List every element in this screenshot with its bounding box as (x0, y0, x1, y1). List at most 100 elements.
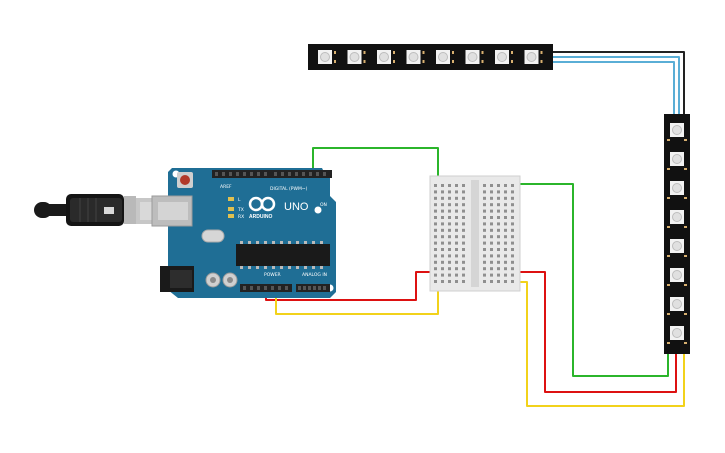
breadboard-hole (504, 260, 507, 264)
breadboard-hole (483, 190, 486, 194)
breadboard-hole (441, 190, 444, 194)
aref-label: AREF (220, 184, 232, 190)
breadboard-hole (462, 267, 465, 271)
led-strip-top-pixels (318, 50, 543, 64)
breadboard-hole (490, 280, 493, 283)
wire-green-strip[interactable] (512, 183, 669, 377)
capacitors (205, 272, 238, 288)
breadboard-hole (441, 267, 444, 271)
wire-strip-link-3[interactable] (553, 61, 675, 118)
breadboard-hole (434, 216, 437, 219)
breadboard-hole (511, 260, 514, 264)
breadboard-hole (497, 235, 500, 239)
breadboard-hole (462, 248, 465, 251)
breadboard-hole (497, 254, 500, 258)
breadboard-hole (483, 196, 486, 200)
wire-green-arduino[interactable] (312, 147, 439, 190)
wire-yellow-strip[interactable] (512, 281, 685, 407)
breadboard-hole (455, 196, 458, 200)
breadboard-holes (434, 184, 514, 283)
breadboard-hole (511, 254, 514, 258)
breadboard-hole (441, 280, 444, 283)
breadboard-hole (511, 216, 514, 219)
breadboard-hole (441, 196, 444, 200)
usb-cable-icon (34, 194, 172, 226)
breadboard-hole (441, 241, 444, 245)
led-pixel (667, 123, 687, 141)
breadboard-hole (441, 203, 444, 207)
breadboard-hole (504, 280, 507, 283)
wire-red-strip[interactable] (512, 271, 677, 393)
breadboard-hole (483, 228, 486, 232)
led-pixel (667, 268, 687, 286)
breadboard-hole (497, 273, 500, 277)
breadboard-hole (497, 216, 500, 219)
breadboard-hole (497, 260, 500, 264)
led-strip-top[interactable] (308, 44, 553, 70)
breadboard-hole (455, 248, 458, 251)
breadboard-hole (504, 228, 507, 232)
breadboard-hole (504, 216, 507, 219)
breadboard-hole (434, 280, 437, 283)
wire-strip-link-2[interactable] (553, 56, 680, 118)
breadboard-hole (490, 254, 493, 258)
breadboard-hole (434, 203, 437, 207)
breadboard-hole (455, 267, 458, 271)
arduino-uno-board[interactable]: DIGITAL (PWM~) AREF L TX RX ARDUINO UNO … (151, 168, 336, 298)
led-pixel (667, 210, 687, 228)
breadboard-hole (462, 280, 465, 283)
l-led (228, 197, 234, 201)
breadboard-hole (455, 203, 458, 207)
breadboard-hole (511, 222, 514, 226)
mount-hole (314, 206, 322, 214)
breadboard-hole (434, 248, 437, 251)
led-pixel (495, 50, 513, 64)
reset-button-icon[interactable] (177, 172, 193, 188)
power-jack-icon (160, 266, 194, 292)
breadboard-hole (434, 273, 437, 277)
analog-label: ANALOG IN (302, 272, 327, 278)
led-pixel (347, 50, 366, 64)
model-text: UNO (284, 201, 309, 213)
breadboard-hole (448, 216, 451, 219)
power-label: POWER (264, 272, 281, 278)
breadboard-hole (483, 273, 486, 277)
breadboard-hole (490, 196, 493, 200)
breadboard-hole (490, 228, 493, 232)
breadboard-hole (504, 235, 507, 239)
breadboard-hole (434, 260, 437, 264)
breadboard-hole (504, 222, 507, 226)
digital-header[interactable] (212, 170, 332, 178)
breadboard-hole (490, 267, 493, 271)
breadboard-hole (483, 222, 486, 226)
breadboard-hole (448, 241, 451, 245)
led-strip-right[interactable] (664, 114, 690, 354)
breadboard-hole (462, 235, 465, 239)
power-header[interactable] (240, 284, 292, 292)
tx-label: TX (237, 207, 244, 213)
breadboard-hole (490, 241, 493, 245)
breadboard-hole (483, 267, 486, 271)
breadboard-hole (511, 228, 514, 232)
breadboard-hole (504, 267, 507, 271)
breadboard-hole (448, 196, 451, 200)
breadboard-hole (441, 228, 444, 232)
breadboard-hole (497, 190, 500, 194)
breadboard-hole (448, 248, 451, 251)
breadboard-hole (462, 260, 465, 264)
breadboard-hole (448, 203, 451, 207)
breadboard-hole (490, 222, 493, 226)
led-pixel (667, 152, 687, 170)
breadboard-hole (448, 267, 451, 271)
wire-yellow-arduino[interactable] (275, 282, 439, 315)
breadboard-hole (497, 248, 500, 251)
breadboard-hole (483, 209, 486, 213)
wire-strip-link-1[interactable] (553, 51, 685, 118)
breadboard[interactable] (429, 175, 521, 292)
led-pixel (667, 181, 687, 199)
breadboard-hole (434, 196, 437, 200)
breadboard-hole (504, 190, 507, 194)
analog-header[interactable] (296, 284, 330, 292)
microcontroller-chip (236, 241, 330, 269)
